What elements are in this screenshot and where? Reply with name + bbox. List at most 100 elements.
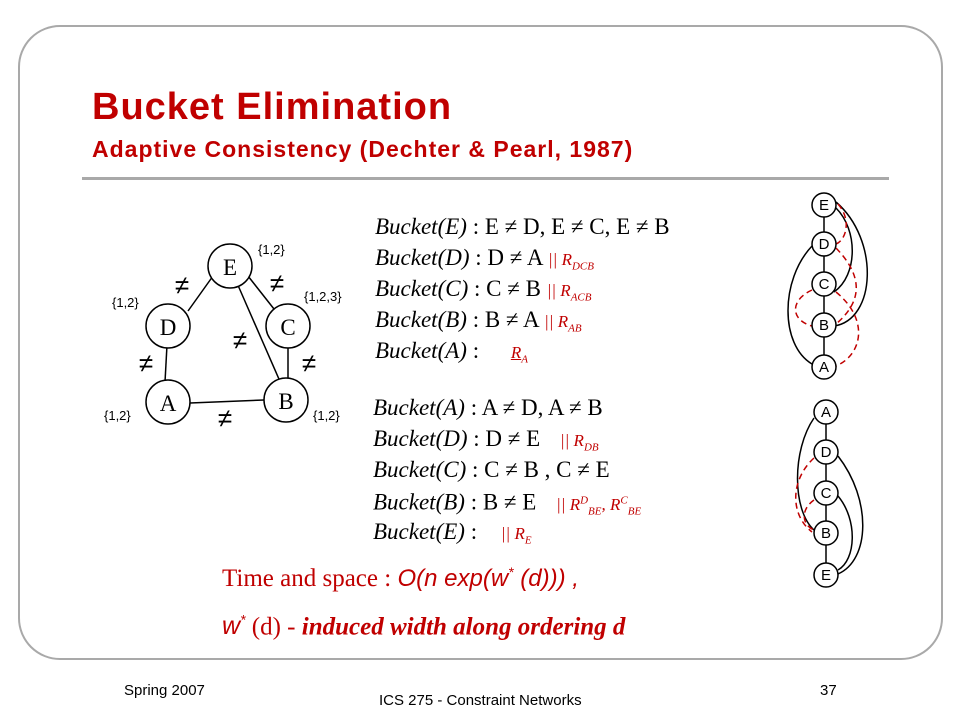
edge-e-d (187, 275, 214, 312)
induced-arc-c-b (794, 289, 813, 327)
chain-arc-d-e (837, 455, 864, 575)
bucket-constraints: B ≠ A (484, 307, 539, 332)
neq-symbol: ≠ (233, 325, 247, 355)
induced-arc-d-b (835, 247, 857, 325)
bucket-constraints: D ≠ E (485, 426, 541, 451)
chain-node (813, 520, 839, 546)
domain-label: {1,2} (258, 242, 285, 257)
chain-node-label: A (819, 359, 829, 376)
domain-label: {1,2} (104, 408, 131, 423)
graph-node-label: E (223, 255, 237, 280)
footer-date: Spring 2007 (124, 682, 205, 699)
chain-arc-a-b (796, 417, 815, 531)
domain-label: {1,2} (112, 295, 139, 310)
bucket-row: Bucket(B) : B ≠ A || RAB (375, 307, 582, 335)
bucket-name: Bucket(A) (373, 395, 465, 420)
bucket-constraints: A ≠ D, A ≠ B (481, 395, 603, 420)
ordering-chain-1: E D C B A (787, 192, 868, 380)
bucket-row: Bucket(C) : C ≠ B , C ≠ E (373, 457, 610, 482)
edge-d-a (164, 344, 168, 383)
footer-course: ICS 275 - Constraint Networks (379, 692, 582, 709)
bucket-constraints: C ≠ B (486, 276, 541, 301)
graph-node-a (145, 379, 191, 425)
chain-node (811, 354, 837, 380)
induced-arc-e-d (835, 203, 847, 245)
graph-node-b (263, 377, 309, 423)
bucket-row: Bucket(D) : D ≠ A || RDCB (375, 245, 594, 273)
chain-node (813, 562, 839, 588)
bucket-relation: || RACB (546, 281, 592, 304)
graph-node-c (265, 303, 311, 349)
graph-node-e (207, 243, 253, 289)
chain-node-label: C (821, 485, 832, 502)
chain-node-label: D (821, 444, 832, 461)
bucket-relation: || RAB (544, 312, 582, 335)
graph-node-label: D (160, 315, 177, 340)
graph-node-label: C (280, 315, 295, 340)
bucket-row: Bucket(D) : D ≠ E || RDB (373, 426, 599, 454)
chain-node-label: D (819, 236, 830, 253)
complexity-line: Time and space : O(n exp(w* (d))) , (222, 564, 579, 593)
bucket-name: Bucket(B) (373, 489, 465, 515)
chain-arc-d-a (787, 245, 813, 365)
induced-width-symbol: w* (222, 612, 246, 641)
bucket-name: Bucket(B) (375, 307, 467, 332)
chain-node (811, 312, 837, 338)
chain-node (811, 271, 837, 297)
bucket-row: Bucket(E) : || RE (373, 519, 532, 547)
neq-symbol: ≠ (302, 348, 316, 378)
bucket-row: Bucket(B) : B ≠ E || RDBE, RCBE (373, 489, 642, 518)
neq-symbol: ≠ (270, 268, 284, 298)
bucket-constraints: C ≠ B , C ≠ E (484, 457, 610, 482)
chain-arc-e-b (833, 201, 868, 327)
induced-arc-c-a (835, 291, 860, 367)
chain-node-label: E (819, 197, 829, 214)
bucket-constraints: B ≠ E (482, 489, 537, 515)
footer-page-number: 37 (820, 682, 837, 699)
bucket-list-ordering-1: Bucket(E) : E ≠ D, E ≠ C, E ≠ B Bucket(D… (375, 211, 670, 366)
chain-node-label: B (821, 525, 831, 542)
chain-node (813, 439, 839, 465)
graph-node-d (145, 303, 191, 349)
bucket-row: Bucket(A) : RA (375, 338, 528, 366)
neq-symbol: ≠ (175, 270, 189, 300)
chain-node-label: B (819, 317, 829, 334)
bucket-name: Bucket(D) (375, 245, 470, 270)
bucket-row: Bucket(E) : E ≠ D, E ≠ C, E ≠ B (375, 214, 670, 239)
induced-width-arg: (d) - (251, 613, 296, 641)
bucket-relation: RA (510, 343, 528, 366)
bucket-name: Bucket(C) (373, 457, 467, 482)
ordering-chain-2: A D C B E (795, 399, 864, 588)
chain-node (811, 192, 837, 218)
induced-arc-d-b (795, 457, 815, 533)
bucket-relation: || RDCB (547, 250, 594, 273)
slide-frame (18, 25, 943, 660)
slide-title: Bucket Elimination (92, 86, 453, 128)
bucket-name: Bucket(A) (375, 338, 467, 363)
bucket-row: Bucket(A) : A ≠ D, A ≠ B (373, 395, 603, 420)
induced-width-line: w* (d) - induced width along ordering d (222, 612, 625, 641)
edge-e-b (236, 282, 283, 387)
bucket-name: Bucket(E) (373, 519, 465, 544)
complexity-label: Time and space : (222, 565, 392, 592)
bucket-relation: || RE (500, 524, 532, 547)
bucket-name: Bucket(E) (375, 214, 467, 239)
bucket-name: Bucket(D) (373, 426, 468, 451)
chain-node-label: C (819, 276, 830, 293)
title-divider (82, 177, 889, 180)
induced-arc-c-b (803, 499, 815, 531)
neq-symbol: ≠ (218, 403, 232, 433)
chain-node (811, 231, 837, 257)
chain-node (813, 480, 839, 506)
chain-node (813, 399, 839, 425)
neq-symbol: ≠ (139, 348, 153, 378)
chain-node-label: E (821, 567, 831, 584)
bucket-relation: || RDB (559, 431, 599, 454)
complexity-formula: O(n exp(w* (d))) , (397, 564, 579, 592)
bucket-relation: || RDBE, RCBE (556, 494, 642, 518)
induced-width-description: induced width along ordering d (301, 613, 626, 641)
domain-label: {1,2,3} (304, 289, 342, 304)
edge-a-b (189, 399, 265, 404)
